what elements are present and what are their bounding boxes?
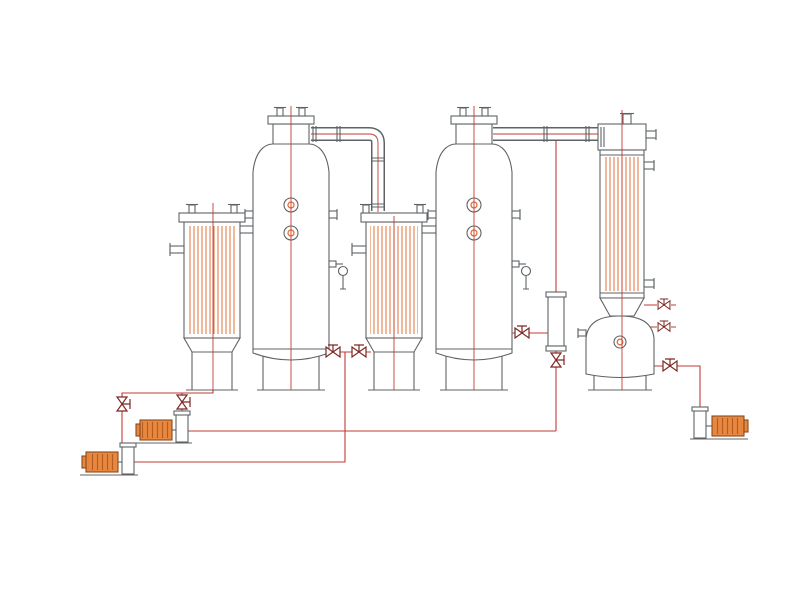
pump-c-motor-fins bbox=[714, 418, 742, 434]
condenser-drain-valve-1 bbox=[657, 298, 671, 310]
condenser: shell and tube condenser bbox=[597, 112, 657, 317]
separator2-level-gauge: level gauge instrument bbox=[511, 260, 532, 290]
heater1-bottom-head bbox=[183, 337, 241, 353]
receiver-outlet-valve bbox=[662, 358, 678, 372]
pump-b-casing bbox=[121, 445, 135, 475]
separator2-top-nozzles bbox=[457, 106, 491, 117]
heater1-top-nozzles bbox=[186, 203, 240, 214]
receiver-outlet-pipe bbox=[654, 365, 701, 407]
centerlines bbox=[212, 106, 623, 390]
pump-c-casing bbox=[693, 409, 707, 439]
heater1-tubes bbox=[188, 226, 236, 334]
heater1: first-effect tubular heater bbox=[169, 203, 255, 391]
separator2: second-effect vapor separator level gaug… bbox=[427, 106, 532, 391]
condenser-header-nozzles bbox=[620, 112, 657, 140]
process-piping: process-flow-diagram bbox=[121, 141, 701, 463]
pump-b-discharge-pipe bbox=[134, 431, 346, 463]
separator1-side-nozzles bbox=[244, 209, 338, 220]
heater1-skirt bbox=[186, 352, 238, 391]
heater2-top-nozzles bbox=[360, 203, 426, 214]
separator1-skirt bbox=[257, 355, 325, 391]
pump-a-motor-fins bbox=[142, 422, 170, 438]
receiver-left-nozzle bbox=[577, 329, 587, 337]
heater2-feed-valve bbox=[351, 344, 367, 358]
separator2-drain-valve bbox=[514, 325, 530, 339]
separator1-level-gauge: level gauge instrument bbox=[328, 260, 349, 290]
pump-b-motor-fins bbox=[88, 454, 116, 470]
pump-b: transfer pump B bbox=[80, 442, 138, 476]
pump-c: condensate pump C bbox=[690, 406, 749, 440]
pot-drain-valve bbox=[550, 352, 565, 368]
heater1-drain-pipe bbox=[121, 390, 214, 443]
condenser-side-drain-pipe bbox=[644, 304, 676, 328]
separator2-skirt bbox=[440, 355, 508, 391]
condenser-drain-valve-2 bbox=[657, 320, 671, 332]
pump-b-suction-valve bbox=[116, 396, 131, 412]
separator2-side-nozzles bbox=[427, 209, 521, 220]
receiver-skirt bbox=[588, 375, 652, 391]
separator1-top-nozzles bbox=[274, 106, 308, 117]
separator1: first-effect vapor separator level gauge… bbox=[244, 106, 349, 391]
heater1-top-cover bbox=[178, 212, 246, 223]
condenser-side-nozzles bbox=[643, 160, 655, 289]
pump-a-casing bbox=[175, 413, 189, 443]
pump-a-suction-valve bbox=[176, 394, 191, 410]
condensate-pot: condensate pot bbox=[545, 291, 567, 352]
flange-ticks bbox=[312, 126, 590, 208]
pump-a: transfer pump A bbox=[134, 410, 192, 444]
receiver: condensate receiver bbox=[577, 315, 655, 391]
